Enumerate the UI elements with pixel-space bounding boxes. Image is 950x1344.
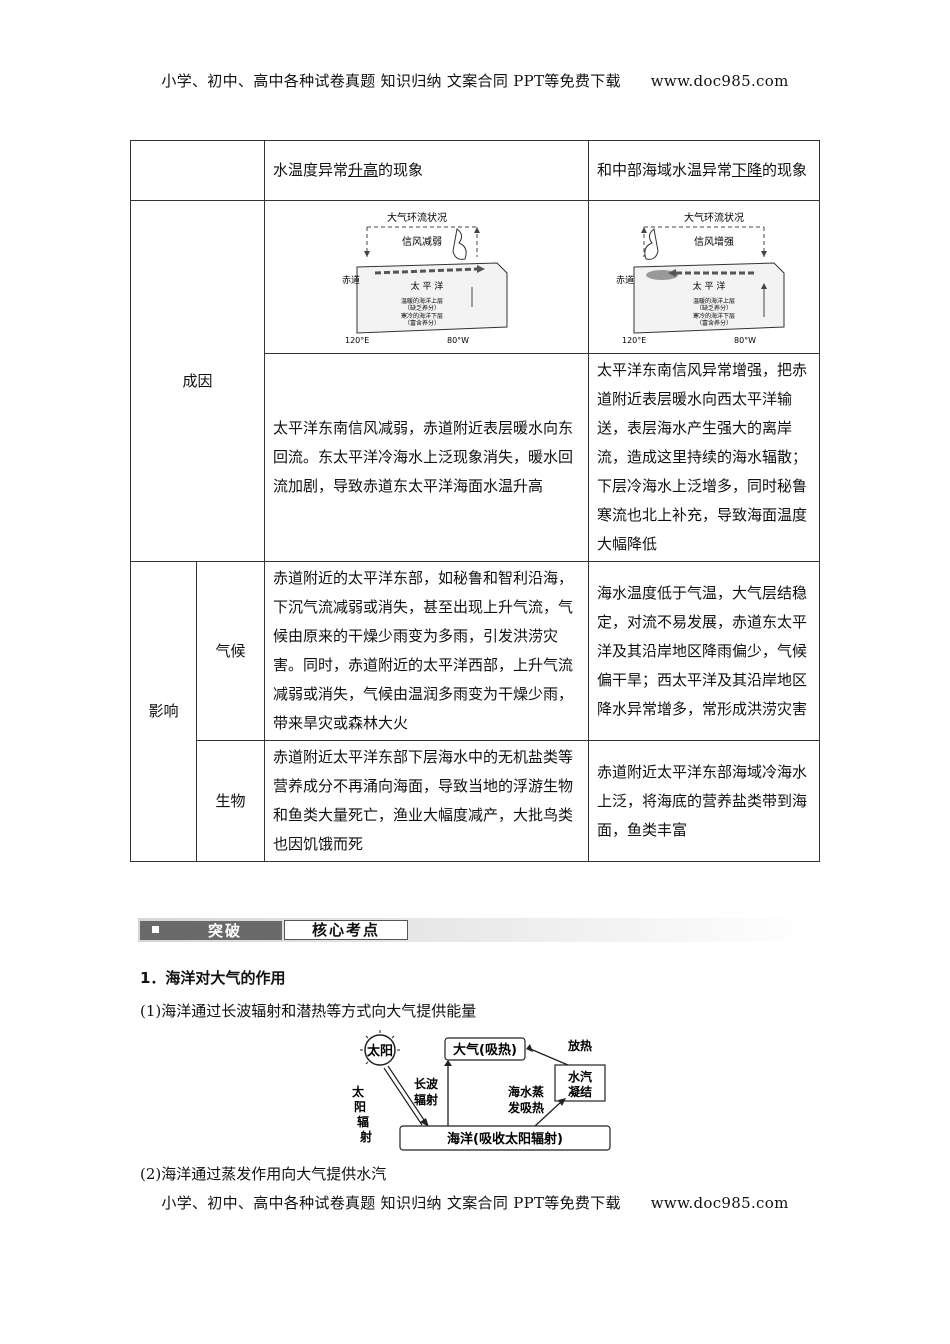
el-nino-diagram-cell: 大气环流状况 信风减弱 赤道 太 平 洋 温暖的海洋上层 （缺乏养分） 寒冷的海… xyxy=(264,200,589,354)
longitude-west-label: 120°E xyxy=(345,336,369,345)
latent-heat-arrow xyxy=(527,1047,569,1066)
warm-layer-note: （缺乏养分） xyxy=(403,304,439,312)
atmosphere-label: 大气(吸热) xyxy=(453,1042,517,1058)
footer-url: www.doc985.com xyxy=(650,1194,789,1212)
page-header: 小学、初中、高中各种试卷真题 知识归纳 文案合同 PPT等免费下载 www.doc… xyxy=(0,70,950,91)
cold-layer-label: 寒冷的海洋下层 xyxy=(693,312,735,320)
sun-icon xyxy=(360,1030,400,1066)
section-banner: 突破 核心考点 xyxy=(138,918,810,942)
table-row: 影响 气候 赤道附近的太平洋东部，如秘鲁和智利沿海，下沉气流减弱或消失，甚至出现… xyxy=(130,561,820,862)
evaporation-label: 海水蒸 xyxy=(508,1084,544,1099)
solar-radiation-label: 阳 xyxy=(354,1099,366,1114)
longwave-label: 长波 xyxy=(414,1076,439,1091)
equator-label: 赤道 xyxy=(616,274,634,286)
longwave-label: 辐射 xyxy=(414,1092,438,1107)
la-nina-circulation-diagram: 大气环流状况 信风增强 赤道 太 平 洋 温暖的海洋上层 （缺乏养分） 寒冷的海… xyxy=(616,211,785,345)
la-nina-cause-text: 太平洋东南信风异常增强，把赤道附近表层暖水向西太平洋输送，表层海水产生强大的离岸… xyxy=(588,353,820,562)
section-heading: 1．海洋对大气的作用 xyxy=(140,969,286,987)
longitude-east-label: 80°W xyxy=(734,336,756,345)
ocean-label: 海洋(吸收太阳辐射) xyxy=(447,1131,563,1147)
equator-label: 赤道 xyxy=(342,274,360,286)
solar-radiation-arrow xyxy=(387,1065,427,1124)
storm-cloud-icon xyxy=(451,228,467,260)
ocean-box xyxy=(399,1125,611,1151)
la-nina-definition-tail: 和中部海域水温异常下降的现象 xyxy=(588,140,820,201)
paragraph: (1)海洋通过长波辐射和潜热等方式向大气提供能量 xyxy=(140,1002,477,1020)
solar-radiation-label: 辐 xyxy=(357,1114,369,1129)
el-nino-biology-text: 赤道附近太平洋东部下层海水中的无机盐类等营养成分不再涌向海面，导致当地的浮游生物… xyxy=(264,740,589,862)
biology-label: 生物 xyxy=(196,740,265,862)
page-footer: 小学、初中、高中各种试卷真题 知识归纳 文案合同 PPT等免费下载 www.doc… xyxy=(0,1192,950,1213)
table-row: 生物 赤道附近太平洋东部下层海水中的无机盐类等营养成分不再涌向海面，导致当地的浮… xyxy=(131,740,820,862)
ocean-label: 太 平 洋 xyxy=(693,280,726,292)
impact-label: 影响 xyxy=(130,561,197,862)
table-row: 成因 大气环流状况 信风减弱 赤道 太 平 洋 温暖的海洋上层 （缺乏养分） 寒… xyxy=(130,200,820,562)
evaporation-arrow xyxy=(534,1100,563,1127)
footer-left-text: 小学、初中、高中各种试卷真题 知识归纳 文案合同 PPT等免费下载 xyxy=(161,1194,621,1212)
release-heat-label: 放热 xyxy=(567,1038,592,1053)
table-row: 水温度异常升高的现象 和中部海域水温异常下降的现象 xyxy=(130,140,820,201)
solar-radiation-label: 射 xyxy=(359,1129,372,1144)
storm-cloud-icon xyxy=(644,228,659,260)
warm-layer-label: 温暖的海洋上层 xyxy=(400,297,442,305)
ocean-label: 太 平 洋 xyxy=(410,280,443,292)
banner-tag-breakthrough: 突破 xyxy=(208,922,243,940)
header-url: www.doc985.com xyxy=(650,72,789,90)
wind-label: 信风增强 xyxy=(694,235,734,248)
cause-label: 成因 xyxy=(130,200,265,562)
table-row: 太平洋东南信风减弱，赤道附近表层暖水向东回流。东太平洋冷海水上泛现象消失，暖水回… xyxy=(131,353,820,562)
la-nina-biology-text: 赤道附近太平洋东部海域冷海水上泛，将海底的营养盐类带到海面，鱼类丰富 xyxy=(588,740,820,862)
atmosphere-box xyxy=(444,1037,526,1061)
solar-radiation-label: 太 xyxy=(352,1084,365,1099)
longitude-west-label: 120°E xyxy=(622,336,646,345)
banner-tag-core-topics: 核心考点 xyxy=(311,921,380,939)
el-nino-circulation-diagram: 大气环流状况 信风减弱 赤道 太 平 洋 温暖的海洋上层 （缺乏养分） 寒冷的海… xyxy=(342,211,507,345)
paragraph: (2)海洋通过蒸发作用向大气提供水汽 xyxy=(140,1165,387,1183)
wind-label: 信风减弱 xyxy=(402,236,442,248)
warm-layer-note: （缺乏养分） xyxy=(696,304,732,312)
la-nina-climate-text: 海水温度低于气温，大气层结稳定，对流不易发展，赤道东太平洋及其沿岸地区降雨偏少，… xyxy=(588,561,820,741)
cold-layer-note: （富含养分） xyxy=(403,319,439,327)
el-nino-la-nina-table: 水温度异常升高的现象 和中部海域水温异常下降的现象 成因 大气环流状况 信风减弱… xyxy=(130,140,820,862)
ocean-atmosphere-energy-diagram: 太阳 太 阳 辐 射 大气(吸热) 放热 水汽 凝结 海洋(吸收太阳辐射) 长波… xyxy=(352,1030,611,1151)
evaporation-label: 发吸热 xyxy=(507,1100,544,1115)
circulation-title: 大气环流状况 xyxy=(387,211,447,224)
cold-layer-label: 寒冷的海洋下层 xyxy=(400,312,442,320)
condensation-label: 凝结 xyxy=(568,1084,592,1099)
circulation-title: 大气环流状况 xyxy=(684,211,744,224)
la-nina-diagram-cell: 大气环流状况 信风增强 赤道 太 平 洋 温暖的海洋上层 （缺乏养分） 寒冷的海… xyxy=(588,200,820,354)
condensation-label: 水汽 xyxy=(568,1069,592,1084)
el-nino-climate-text: 赤道附近的太平洋东部，如秘鲁和智利沿海，下沉气流减弱或消失，甚至出现上升气流，气… xyxy=(264,561,589,741)
bullet-square-icon xyxy=(152,926,159,933)
el-nino-definition-tail: 水温度异常升高的现象 xyxy=(264,140,589,201)
empty-cell xyxy=(130,140,265,201)
condensation-box xyxy=(554,1064,606,1102)
warm-layer-label: 温暖的海洋上层 xyxy=(693,297,735,305)
climate-label: 气候 xyxy=(196,561,265,741)
header-left-text: 小学、初中、高中各种试卷真题 知识归纳 文案合同 PPT等免费下载 xyxy=(161,72,621,90)
cold-layer-note: （富含养分） xyxy=(696,319,732,327)
el-nino-cause-text: 太平洋东南信风减弱，赤道附近表层暖水向东回流。东太平洋冷海水上泛现象消失，暖水回… xyxy=(264,353,589,562)
longitude-east-label: 80°W xyxy=(447,336,469,345)
sun-label: 太阳 xyxy=(366,1043,393,1059)
